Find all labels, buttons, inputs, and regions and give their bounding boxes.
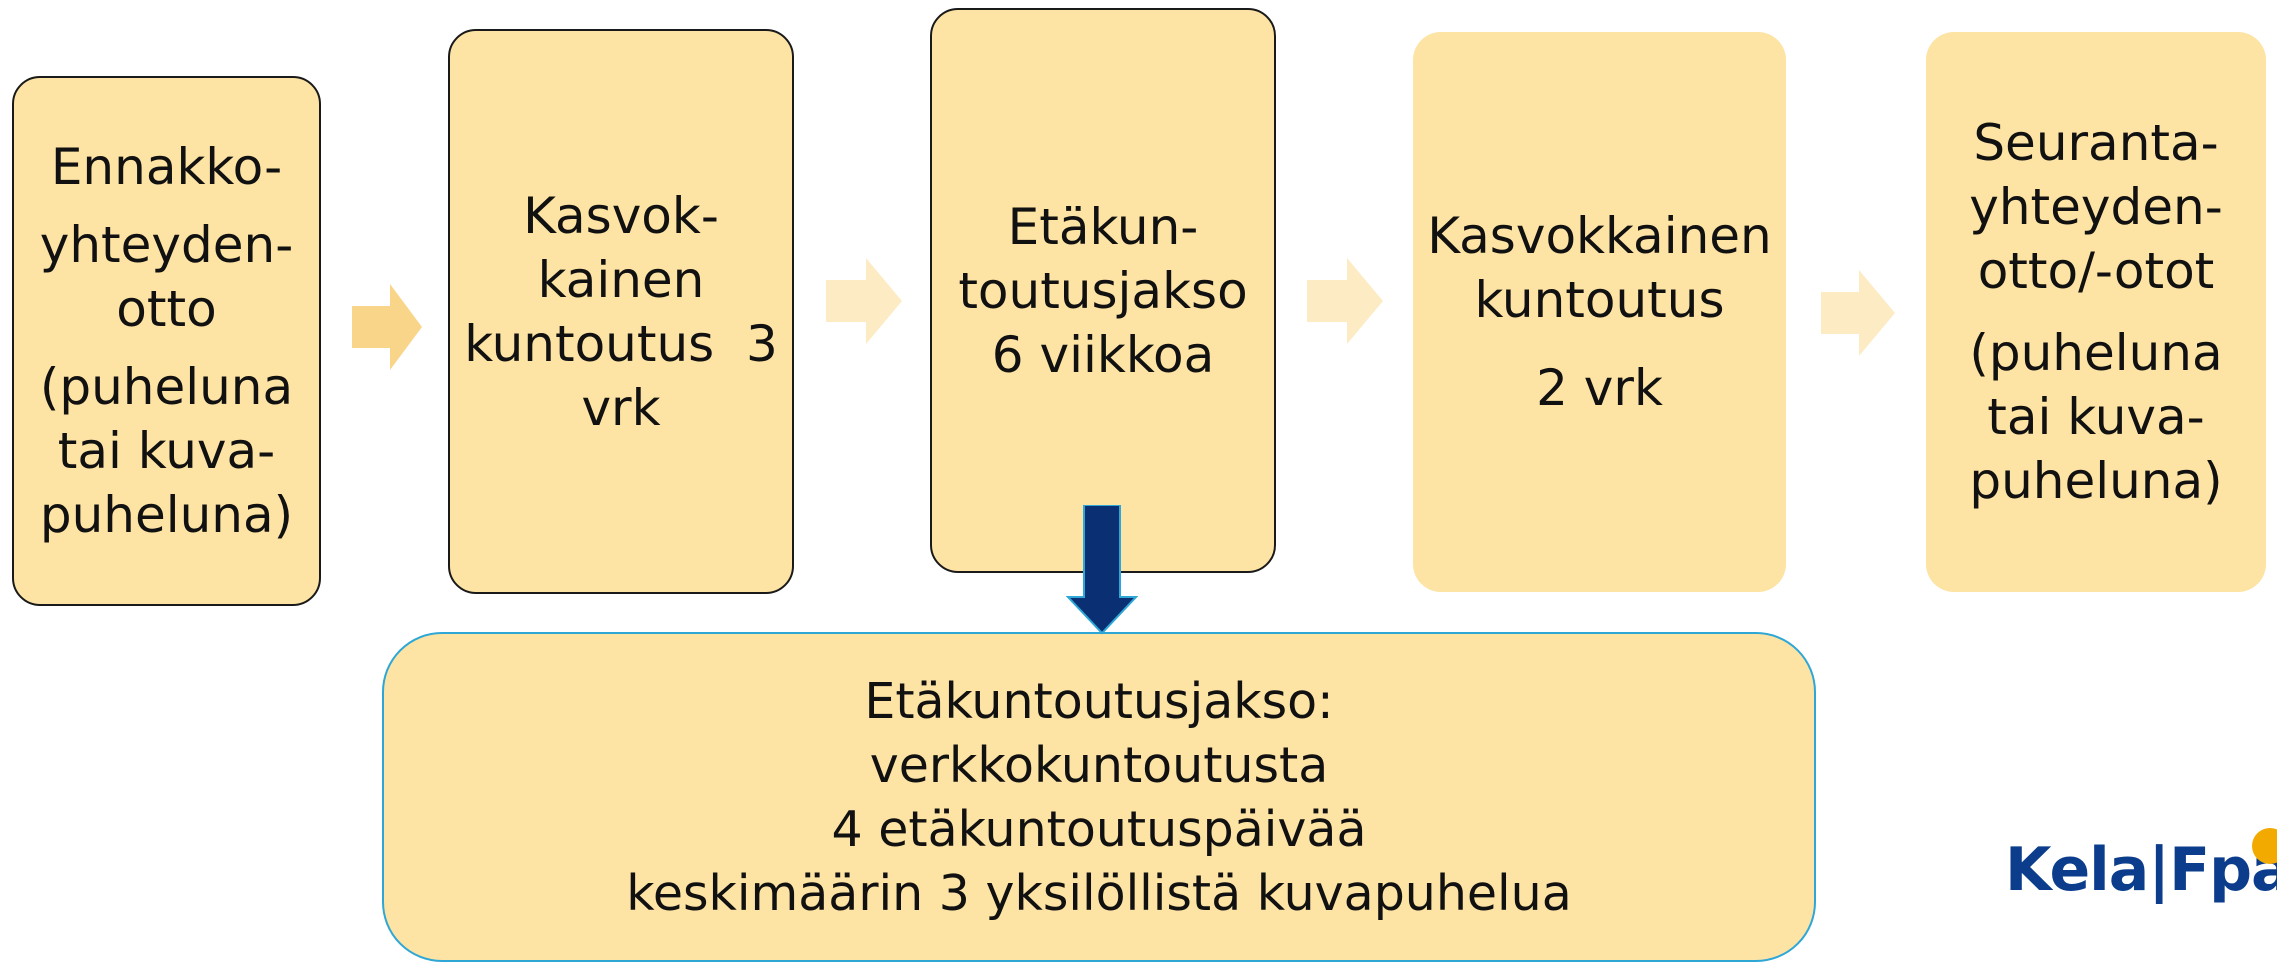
step-4-box: Kasvokkainen kuntoutus 2 vrk [1413,32,1786,592]
step-2-line-4: vrk [581,378,661,437]
kela-fpa-logo: Kela|Fpa [2005,835,2277,905]
detail-line-2: verkkokuntoutusta [869,737,1329,794]
step-1-line-2: yhteyden- [39,216,294,274]
detail-line-4: keskimäärin 3 yksilöllistä kuvapuhelua [626,865,1572,922]
detail-box: Etäkuntoutusjakso: verkkokuntoutusta 4 e… [382,632,1816,962]
logo-dot-icon [2252,828,2277,864]
step-5-line-5: tai kuva- [1987,388,2205,446]
detail-line-1: Etäkuntoutusjakso: [864,673,1334,730]
step-5-box: Seuranta- yhteyden- otto/-otot (puheluna… [1926,32,2266,592]
step-2-line-1: Kasvok- [523,186,719,245]
detail-line-3: 4 etäkuntoutuspäivää [831,801,1367,858]
right-arrow-icon [1307,258,1383,344]
step-3-box: Etäkun- toutusjakso 6 viikkoa [930,8,1276,573]
step-5-line-3: otto/-otot [1977,242,2215,300]
down-arrow-icon [1066,505,1138,635]
right-arrow-icon [352,284,422,370]
step-4-line-3: 2 vrk [1536,359,1663,417]
right-arrow-icon [1821,270,1895,356]
step-1-line-6: puheluna) [39,486,294,544]
step-4-line-2: kuntoutus [1474,271,1725,329]
step-2-box: Kasvok- kainen kuntoutus 3 vrk [448,29,794,594]
step-4-line-1: Kasvokkainen [1427,207,1772,265]
step-3-line-1: Etäkun- [1007,197,1199,256]
step-1-line-3: otto [116,280,217,338]
step-5-line-6: puheluna) [1969,452,2223,510]
step-5-line-4: (puheluna [1969,324,2223,382]
step-1-line-5: tai kuva- [57,422,276,480]
right-arrow-icon [826,258,902,344]
step-1-line-4: (puheluna [39,358,294,416]
step-2-line-2: kainen [537,250,705,309]
step-1-line-1: Ennakko- [50,138,283,196]
step-5-line-1: Seuranta- [1973,114,2219,172]
step-1-box: Ennakko- yhteyden- otto (puheluna tai ku… [12,76,321,606]
step-3-line-2: toutusjakso [958,261,1248,320]
step-3-line-3: 6 viikkoa [991,325,1215,384]
step-5-line-2: yhteyden- [1969,178,2223,236]
step-2-line-3: kuntoutus 3 [464,314,778,373]
